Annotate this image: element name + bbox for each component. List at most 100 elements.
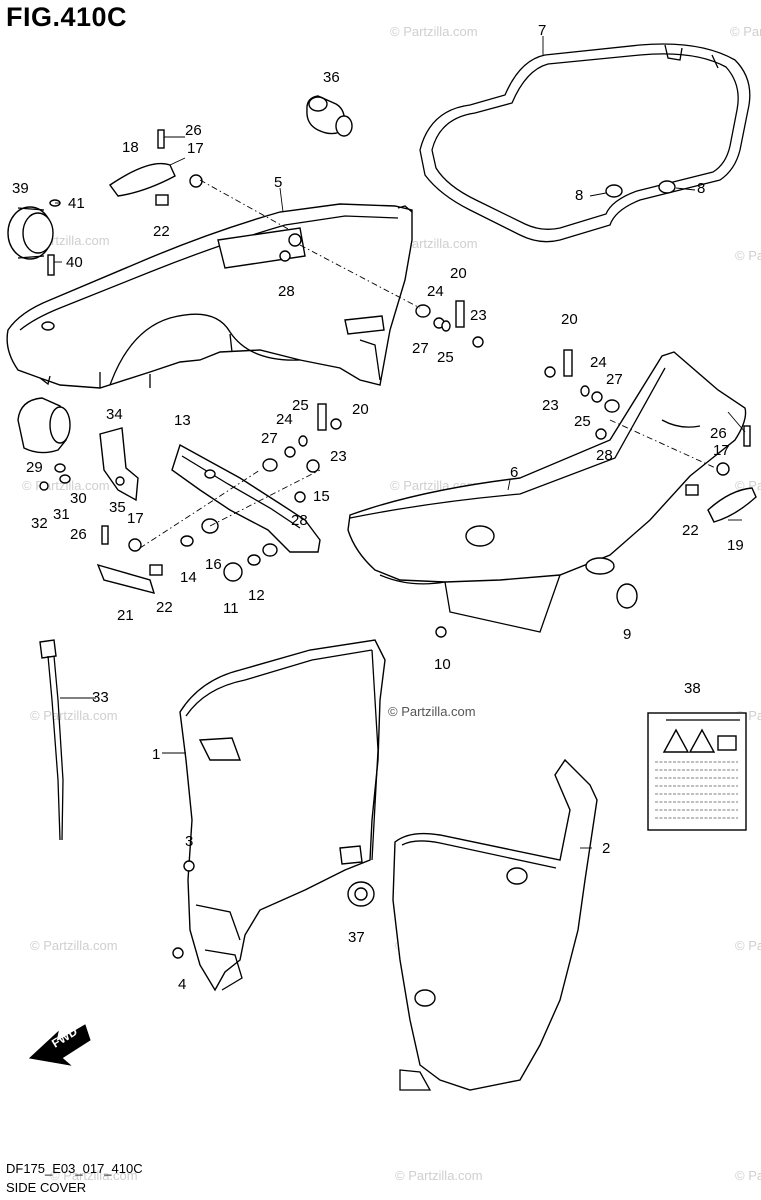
watermark: © Partzilla.com [735, 1168, 761, 1183]
part-39-hose-clamp [7, 206, 54, 260]
part-17-bolt [716, 462, 730, 476]
part-20-latch [455, 300, 465, 328]
callout-36: 36 [323, 69, 340, 86]
callout-25: 25 [437, 349, 454, 366]
watermark: © Partzilla.com [735, 248, 761, 263]
part-6-starboard-upper-cover [347, 351, 747, 633]
part-19-hinge [707, 487, 757, 523]
part-34-bracket [99, 427, 139, 502]
part-11-grommet [223, 562, 243, 582]
callout-1: 1 [152, 746, 160, 763]
diagram-code: DF175_E03_017_410C [6, 1161, 143, 1176]
callout-17: 17 [127, 510, 144, 527]
part-2-lower-starboard-cover [392, 758, 598, 1091]
small-hardware [39, 129, 751, 959]
part-8-grommet [658, 180, 676, 194]
callout-32: 32 [31, 515, 48, 532]
part-24-washer [284, 446, 296, 458]
callout-8: 8 [575, 187, 583, 204]
callout-18: 18 [122, 139, 139, 156]
part-28-screw [294, 491, 306, 503]
part-22-nut [685, 484, 699, 496]
section-title: SIDE COVER [6, 1180, 87, 1195]
part-4-bolt [172, 947, 184, 959]
callout-24: 24 [590, 354, 607, 371]
part-17-bolt [128, 538, 142, 552]
callout-26: 26 [710, 425, 727, 442]
callout-21: 21 [117, 607, 134, 624]
callout-23: 23 [470, 307, 487, 324]
callout-27: 27 [412, 340, 429, 357]
callout-12: 12 [248, 587, 265, 604]
part-27-collar [604, 399, 620, 413]
part-12-washer [247, 554, 261, 566]
callout-26: 26 [185, 122, 202, 139]
part-27-collar [262, 458, 278, 472]
callout-25: 25 [292, 397, 309, 414]
part-21-hinge [96, 563, 156, 594]
part-22-nut [149, 564, 163, 576]
part-25-washer [441, 320, 451, 332]
watermark: © Partzilla.com [730, 24, 761, 39]
callout-28: 28 [278, 283, 295, 300]
part-18-hinge [109, 162, 176, 197]
callout-11: 11 [223, 600, 239, 617]
alignment-lines [139, 179, 721, 549]
callout-2: 2 [602, 840, 610, 857]
callout-30: 30 [70, 490, 87, 507]
callout-17: 17 [187, 140, 204, 157]
callout-22: 22 [682, 522, 699, 539]
watermark: © Partzilla.com [30, 708, 118, 723]
part-31-clip [59, 474, 71, 484]
part-1-lower-port-cover [179, 639, 386, 992]
part-37-grommet [347, 881, 375, 907]
fwd-arrow: FWD [28, 1024, 91, 1066]
part-28-screw [279, 250, 291, 262]
part-14-bolt [180, 535, 194, 547]
callout-5: 5 [274, 174, 282, 191]
part-29-grommet [17, 397, 71, 454]
callout-39: 39 [12, 180, 29, 197]
part-23-screw [544, 366, 556, 378]
callout-22: 22 [156, 599, 173, 616]
callout-24: 24 [276, 411, 293, 428]
callout-25: 25 [574, 413, 591, 430]
part-26-pin [101, 525, 109, 545]
part-23-screw [330, 418, 342, 430]
part-7-seal-frame [419, 43, 751, 243]
callout-20: 20 [450, 265, 467, 282]
callout-16: 16 [205, 556, 222, 573]
leader-lines [54, 36, 746, 849]
callout-23: 23 [542, 397, 559, 414]
part-22-nut [155, 194, 169, 206]
part-38-warning-label [647, 712, 747, 831]
watermark: © Partzilla.com [30, 938, 118, 953]
callout-22: 22 [153, 223, 170, 240]
part-35-screw [115, 476, 125, 486]
part-23-screw [472, 336, 484, 348]
part-8-grommet [605, 184, 623, 198]
callout-27: 27 [606, 371, 623, 388]
callout-19: 19 [727, 537, 744, 554]
callout-23: 23 [330, 448, 347, 465]
part-17-bolt [189, 174, 203, 188]
center-watermark: © Partzilla.com [388, 704, 476, 719]
callout-31: 31 [53, 506, 70, 523]
callout-35: 35 [109, 499, 126, 516]
part-15-bolt [306, 459, 320, 473]
watermark: © Partzilla.com [735, 478, 761, 493]
part-3-screw [183, 860, 195, 872]
label-text-lines [655, 761, 738, 819]
part-5-upper-side-cover [6, 203, 413, 389]
callout-labels: 1 2 3 4 5 6 7 8 8 9 10 11 12 13 14 15 16… [12, 22, 744, 993]
callout-38: 38 [684, 680, 701, 697]
callout-4: 4 [178, 976, 186, 993]
callout-13: 13 [174, 412, 191, 429]
callout-28: 28 [291, 512, 308, 529]
watermark: © Partzilla.com [395, 1168, 483, 1183]
part-20-latch [563, 349, 573, 377]
callout-3: 3 [185, 833, 193, 850]
part-33-cable-tie [39, 639, 64, 841]
part-36-grommet [306, 95, 353, 137]
